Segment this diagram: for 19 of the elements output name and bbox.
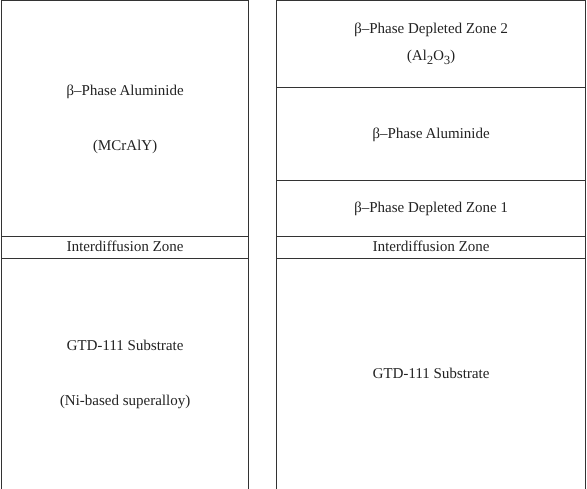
- layer-box: [276, 0, 586, 88]
- layer-label: GTD-111 Substrate: [372, 366, 490, 382]
- layer-label: Interdiffusion Zone: [372, 239, 490, 256]
- layer-label: β–Phase Depleted Zone 2: [354, 20, 508, 38]
- layer-box: [1, 0, 249, 237]
- layer-label: β–Phase Depleted Zone 1: [354, 200, 508, 217]
- layer-box: [1, 258, 249, 489]
- layer-label: (MCrAlY): [92, 138, 158, 154]
- layer-label: GTD-111 Substrate: [66, 338, 184, 355]
- layer-label: β–Phase Aluminide: [372, 126, 490, 142]
- layer-label: Interdiffusion Zone: [66, 239, 184, 256]
- layer-box: [276, 236, 586, 259]
- layer-label: β–Phase Aluminide: [66, 82, 184, 100]
- layer-box: [276, 87, 586, 181]
- layer-box: [276, 180, 586, 237]
- layer-box: [276, 258, 586, 489]
- layer-box: [1, 236, 249, 259]
- layer-label: (Ni-based superalloy): [60, 393, 190, 410]
- layer-label: (Al$_{2}$O$_{3}$): [406, 48, 456, 68]
